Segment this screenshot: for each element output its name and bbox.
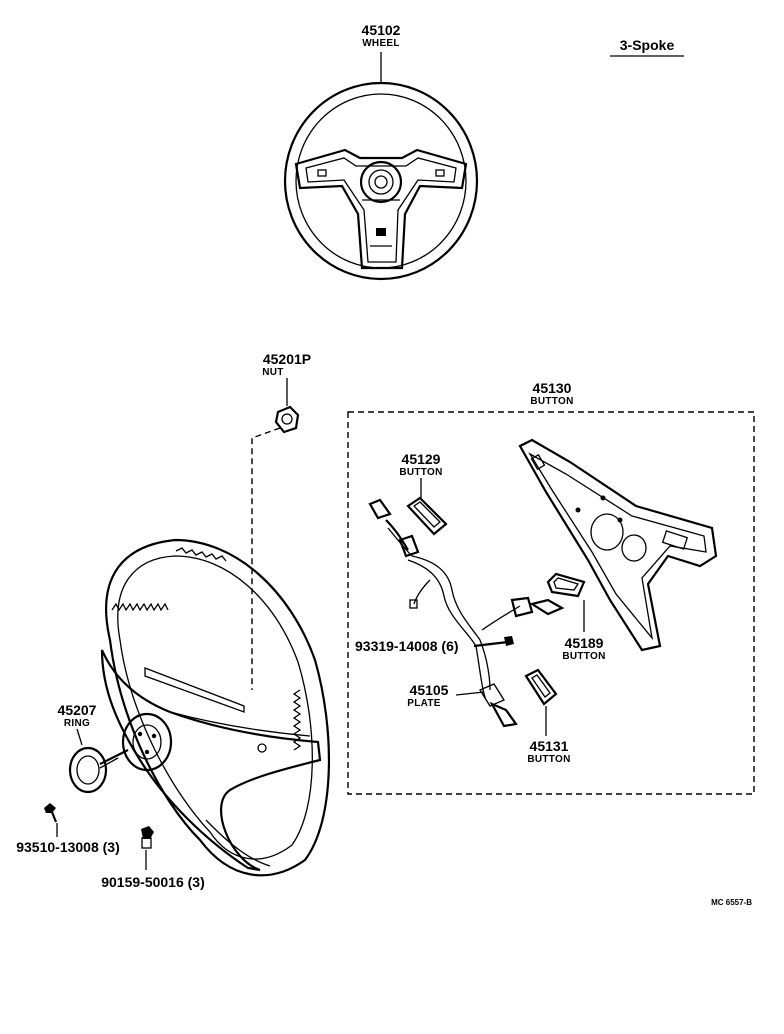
button-assy-box bbox=[347, 411, 755, 795]
variant-label: 3-Spoke bbox=[620, 37, 675, 53]
button-45129-number: 45129 bbox=[402, 451, 441, 467]
nut-leader bbox=[251, 427, 281, 690]
screw-93319-icon bbox=[473, 636, 514, 648]
button-assy-name: BUTTON bbox=[530, 396, 573, 407]
nut-number: 45201P bbox=[263, 351, 311, 367]
spoke-cover-drawing bbox=[518, 438, 718, 652]
nut-name: NUT bbox=[262, 367, 283, 378]
button-45129-name: BUTTON bbox=[399, 467, 442, 478]
nut-icon bbox=[274, 405, 300, 434]
plate-name: PLATE bbox=[407, 698, 441, 709]
button-45189-icon bbox=[546, 572, 586, 598]
button-assy-number: 45130 bbox=[533, 380, 572, 396]
button-45131-icon bbox=[524, 668, 558, 706]
screw-93510-icon bbox=[44, 803, 58, 823]
drawing-ref: MC 6557-B bbox=[711, 898, 752, 907]
wiring-harness-drawing bbox=[368, 498, 565, 728]
ring-name: RING bbox=[64, 718, 90, 729]
button-45131-name: BUTTON bbox=[527, 754, 570, 765]
button-45131-number: 45131 bbox=[530, 738, 569, 754]
wheel-top-drawing bbox=[283, 52, 479, 281]
screw-93510-number: 93510-13008 (3) bbox=[16, 839, 120, 855]
button-45129-icon bbox=[406, 496, 448, 536]
screw-93319-number: 93319-14008 (6) bbox=[355, 638, 459, 654]
bolt-90159-number: 90159-50016 (3) bbox=[101, 874, 205, 890]
ring-icon bbox=[68, 746, 129, 794]
wheel-top-name: WHEEL bbox=[362, 38, 400, 49]
bolt-90159-icon bbox=[141, 826, 154, 849]
button-45189-number: 45189 bbox=[565, 635, 604, 651]
wheel-top-number: 45102 bbox=[362, 22, 401, 38]
ring-number: 45207 bbox=[58, 702, 97, 718]
steering-wheel-drawing bbox=[100, 538, 331, 877]
button-45189-name: BUTTON bbox=[562, 651, 605, 662]
plate-number: 45105 bbox=[410, 682, 449, 698]
